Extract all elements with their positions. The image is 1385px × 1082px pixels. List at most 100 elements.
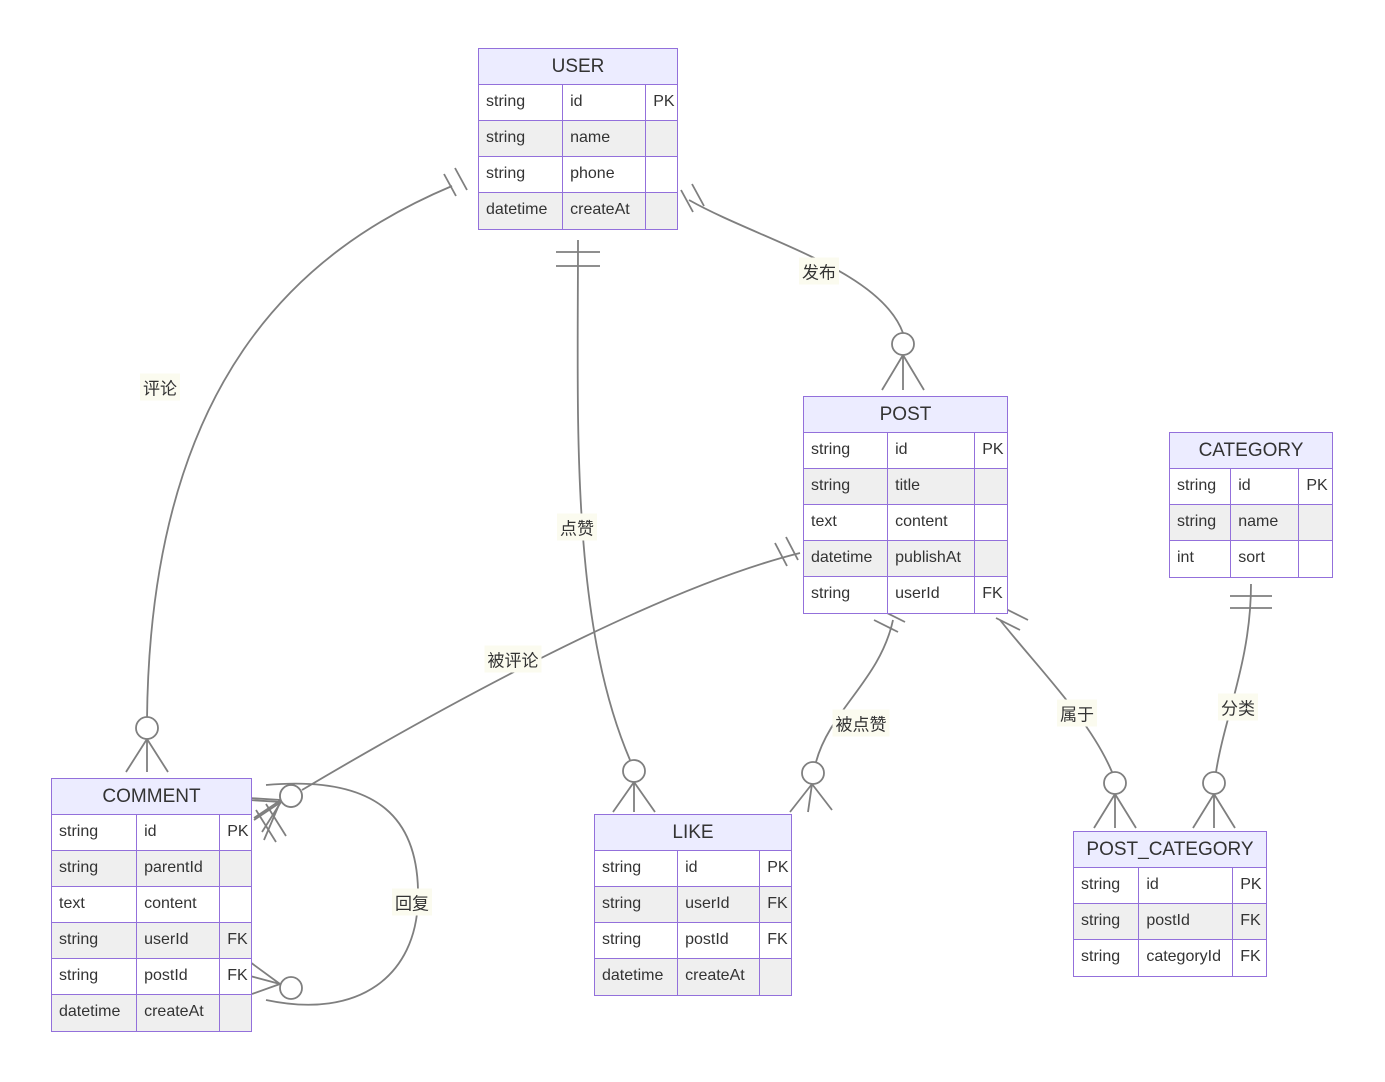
attribute-key: FK	[227, 967, 248, 984]
attribute-name: userId	[137, 923, 221, 958]
attribute-key: PK	[227, 823, 249, 840]
attribute-key	[646, 157, 677, 192]
relationship-label-post-comment: 被评论	[484, 645, 542, 673]
attribute-name: id	[1139, 868, 1234, 903]
attribute-type: datetime	[52, 995, 138, 1031]
attribute-name: content	[888, 505, 976, 540]
attribute-key: PK	[982, 441, 1004, 458]
attribute-name: id	[678, 851, 761, 886]
attribute-name: title	[888, 469, 976, 504]
attribute-name: parentId	[137, 851, 221, 886]
attribute-name: userId	[888, 577, 976, 613]
attribute-type: string	[1170, 469, 1232, 504]
attribute-type: string	[52, 959, 138, 994]
entity-title-user: USER	[479, 49, 677, 85]
attribute-type: string	[1074, 940, 1140, 976]
attribute-key: FK	[1240, 912, 1261, 929]
attribute-key	[1299, 541, 1332, 577]
attribute-key	[220, 851, 251, 886]
attribute-name: createAt	[678, 959, 761, 995]
entity-title-category: CATEGORY	[1170, 433, 1332, 469]
attribute-type: string	[1074, 868, 1140, 903]
attribute-type: string	[595, 923, 679, 958]
attribute-type: datetime	[804, 541, 889, 576]
attribute-name: createAt	[137, 995, 221, 1031]
attribute-type: string	[595, 887, 679, 922]
attribute-key: FK	[227, 931, 248, 948]
attribute-key: PK	[1240, 876, 1262, 893]
attribute-key: FK	[767, 895, 788, 912]
entity-title-post: POST	[804, 397, 1007, 433]
attribute-name: id	[137, 815, 221, 850]
attribute-type: string	[804, 433, 889, 468]
attribute-type: string	[479, 121, 564, 156]
attribute-type: string	[52, 815, 138, 850]
attribute-name: name	[563, 121, 647, 156]
attribute-name: createAt	[563, 193, 647, 229]
entity-title-comment: COMMENT	[52, 779, 251, 815]
attribute-type: text	[804, 505, 889, 540]
attribute-name: postId	[678, 923, 761, 958]
attribute-name: userId	[678, 887, 761, 922]
attribute-name: phone	[563, 157, 647, 192]
attribute-key	[220, 995, 251, 1031]
attribute-key: PK	[1306, 477, 1328, 494]
attribute-type: string	[52, 923, 138, 958]
attribute-key	[975, 469, 1007, 504]
entity-title-like: LIKE	[595, 815, 791, 851]
relationship-label-post-like: 被点赞	[832, 709, 890, 737]
attribute-type: string	[804, 469, 889, 504]
attribute-type: string	[1170, 505, 1232, 540]
relationship-label-user-post: 发布	[799, 257, 839, 285]
attribute-type: datetime	[479, 193, 564, 229]
attribute-name: id	[1231, 469, 1300, 504]
edge-user-comment	[125, 167, 468, 773]
attribute-key	[646, 193, 677, 229]
relationship-label-user-comment: 评论	[140, 373, 180, 401]
attribute-key: FK	[982, 585, 1003, 602]
attribute-type: string	[479, 85, 564, 120]
attribute-key	[760, 959, 791, 995]
relationship-label-category-postcategory: 分类	[1218, 693, 1258, 721]
entity-title-post_category: POST_CATEGORY	[1074, 832, 1266, 868]
attribute-key	[1299, 505, 1332, 540]
relationship-label-comment-reply: 回复	[392, 888, 432, 916]
attribute-type: string	[479, 157, 564, 192]
attribute-name: postId	[137, 959, 221, 994]
edge-post-comment	[248, 536, 801, 833]
attribute-name: categoryId	[1139, 940, 1234, 976]
attribute-name: postId	[1139, 904, 1234, 939]
attribute-name: content	[137, 887, 221, 922]
attribute-key	[975, 541, 1007, 576]
attribute-key: PK	[767, 859, 789, 876]
attribute-name: name	[1231, 505, 1300, 540]
edge-user-post	[680, 183, 925, 391]
